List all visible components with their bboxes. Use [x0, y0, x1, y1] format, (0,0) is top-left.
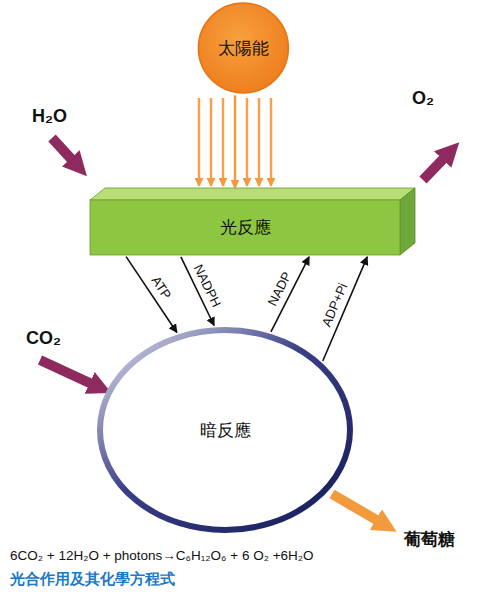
box-side-face: [400, 188, 415, 255]
edge-label: ATP: [147, 273, 174, 304]
sun-ray: [198, 98, 201, 186]
sun-disc: [198, 3, 288, 93]
dark-reaction-cycle: 暗反應: [97, 327, 353, 533]
edge-label: NADP: [265, 268, 296, 310]
box-front-face: [90, 200, 400, 255]
output-arrow: [423, 156, 446, 180]
cycle-ring: [100, 330, 350, 530]
sun-ray: [210, 98, 213, 186]
sun-ray: [234, 95, 237, 188]
input-arrow: [40, 360, 94, 385]
sun-ray: [246, 98, 249, 186]
sun-ray: [270, 98, 273, 186]
reactant-label: H₂O: [32, 106, 67, 127]
sun-ray: [258, 98, 261, 186]
energy-arrow: [126, 257, 177, 333]
sun-circle: 太陽能: [189, 2, 298, 94]
node-text-area: 光反應: [90, 200, 400, 255]
product-label: 葡萄糖: [404, 528, 455, 551]
input-arrow: [52, 138, 74, 162]
product-label: O₂: [412, 88, 434, 109]
reactant-label: CO₂: [26, 328, 61, 349]
node-text-area: 暗反應: [97, 327, 353, 533]
node-title: 暗反應: [200, 419, 251, 442]
figure-caption: 光合作用及其化學方程式: [10, 570, 175, 589]
box-top-face: [90, 188, 415, 200]
light-reaction-box: 光反應: [90, 188, 415, 255]
node-text-area: 太陽能: [189, 2, 298, 94]
chemical-equation: 6CO₂ + 12H₂O + photons→C₆H₁₂O₆ + 6 O₂ +6…: [10, 548, 314, 563]
sun-ray: [222, 98, 225, 186]
node-title: 太陽能: [218, 37, 269, 60]
output-arrow: [332, 494, 380, 522]
node-title: 光反應: [220, 216, 271, 239]
